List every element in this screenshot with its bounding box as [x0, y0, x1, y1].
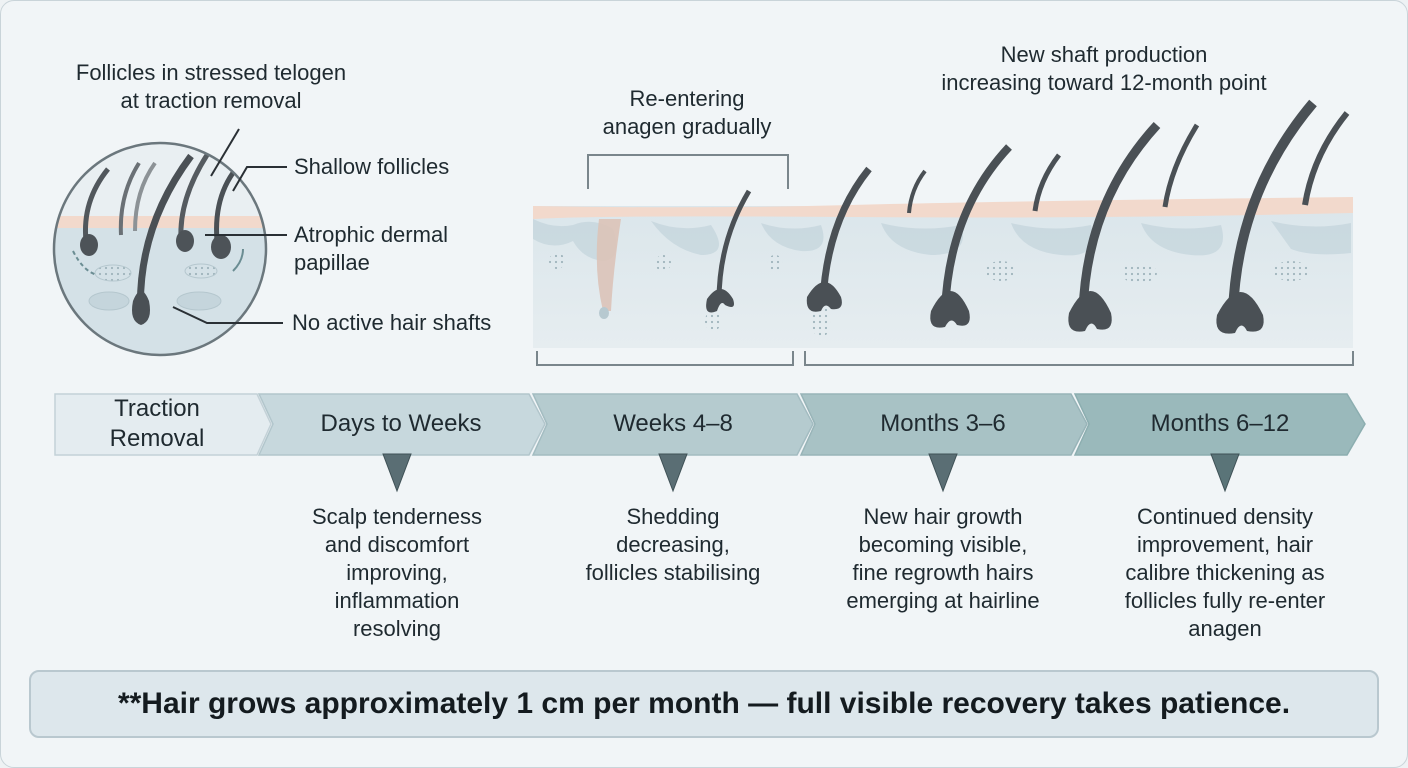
callout-atrophic-papillae: Atrophic dermal papillae — [294, 222, 449, 275]
desc-months-6-12: Continued density improvement, hair cali… — [1124, 504, 1326, 641]
scalp-cross-section — [533, 99, 1354, 366]
phase-weeks-4-8: Weeks 4–8 — [613, 410, 733, 437]
phase-days-to-weeks: Days to Weeks — [320, 410, 482, 437]
timeline-arrows — [54, 393, 1366, 493]
footer-note: **Hair grows approximately 1 cm per mont… — [29, 670, 1379, 738]
new-shaft-production-label: New shaft production increasing toward 1… — [941, 42, 1267, 95]
phase-traction-removal: Traction Removal — [109, 395, 205, 452]
desc-days-to-weeks: Scalp tenderness and discomfort improvin… — [312, 504, 482, 641]
phase-months-3-6: Months 3–6 — [880, 410, 1006, 437]
callout-shallow-follicles: Shallow follicles — [294, 154, 450, 179]
reentering-anagen-label: Re-entering anagen gradually — [602, 86, 772, 139]
phase-months-6-12: Months 6–12 — [1150, 410, 1290, 437]
follicle-inset-circle — [52, 128, 287, 357]
desc-weeks-4-8: Shedding decreasing, follicles stabilisi… — [585, 504, 761, 585]
inset-title: Follicles in stressed telogen at tractio… — [75, 60, 347, 113]
desc-months-3-6: New hair growth becoming visible, fine r… — [846, 504, 1040, 613]
callout-no-active-shafts: No active hair shafts — [292, 310, 492, 335]
